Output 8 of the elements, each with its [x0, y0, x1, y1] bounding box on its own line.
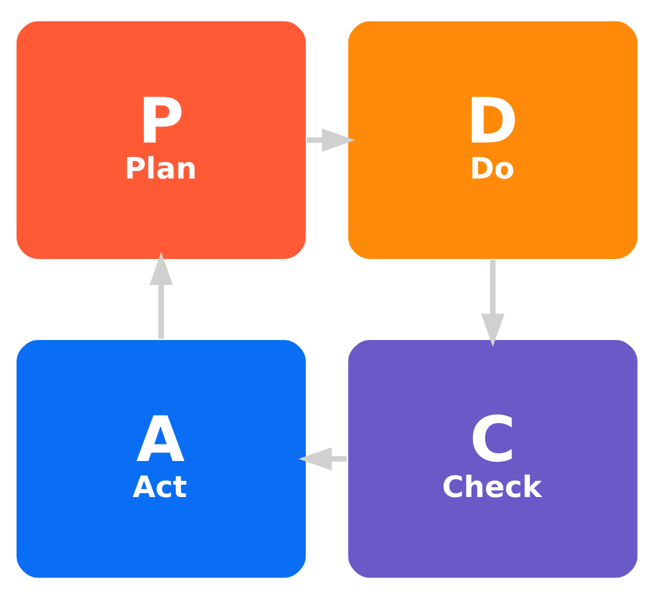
arrow — [298, 446, 347, 470]
node-box: C Check — [346, 338, 640, 580]
node-box: P Plan — [14, 18, 308, 260]
arrow — [481, 260, 504, 347]
arrow — [306, 128, 356, 152]
node-box: A Act — [14, 338, 308, 580]
node-box: D Do — [346, 18, 640, 260]
arrow — [150, 251, 173, 338]
